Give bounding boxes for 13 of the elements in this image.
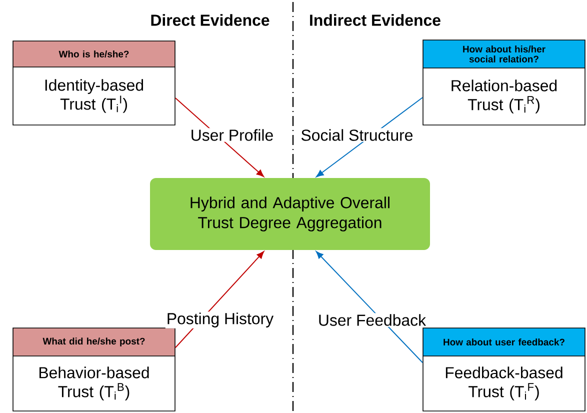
trust-box: What did he/she post? Behavior-based Trust (T$_{i}$$^{B}$) bbox=[12, 328, 176, 412]
trust-box: How about his/her social relation? Relation-based Trust (T$_{i}$$^{R}$) bbox=[422, 40, 586, 126]
aggregation-box: Hybrid and Adaptive Overall Trust Degree Aggregation bbox=[150, 178, 430, 250]
section-heading: Direct Evidence bbox=[151, 14, 270, 26]
edge-label: Posting History bbox=[165, 312, 275, 328]
trust-box: How about user feedback? Feedback-based Trust (T$_{i}$$^{F}$) bbox=[422, 328, 586, 412]
edge-label: Social Structure bbox=[300, 128, 414, 142]
arrow bbox=[316, 251, 424, 364]
edge-label: User Profile bbox=[189, 128, 275, 142]
trust-box: Who is he/she? Identity-based Trust (T$_{i}$$^{I}$) bbox=[12, 40, 176, 126]
section-heading: Indirect Evidence bbox=[310, 14, 440, 26]
arrow bbox=[174, 98, 264, 177]
edge-label: User Feedback bbox=[316, 313, 428, 327]
